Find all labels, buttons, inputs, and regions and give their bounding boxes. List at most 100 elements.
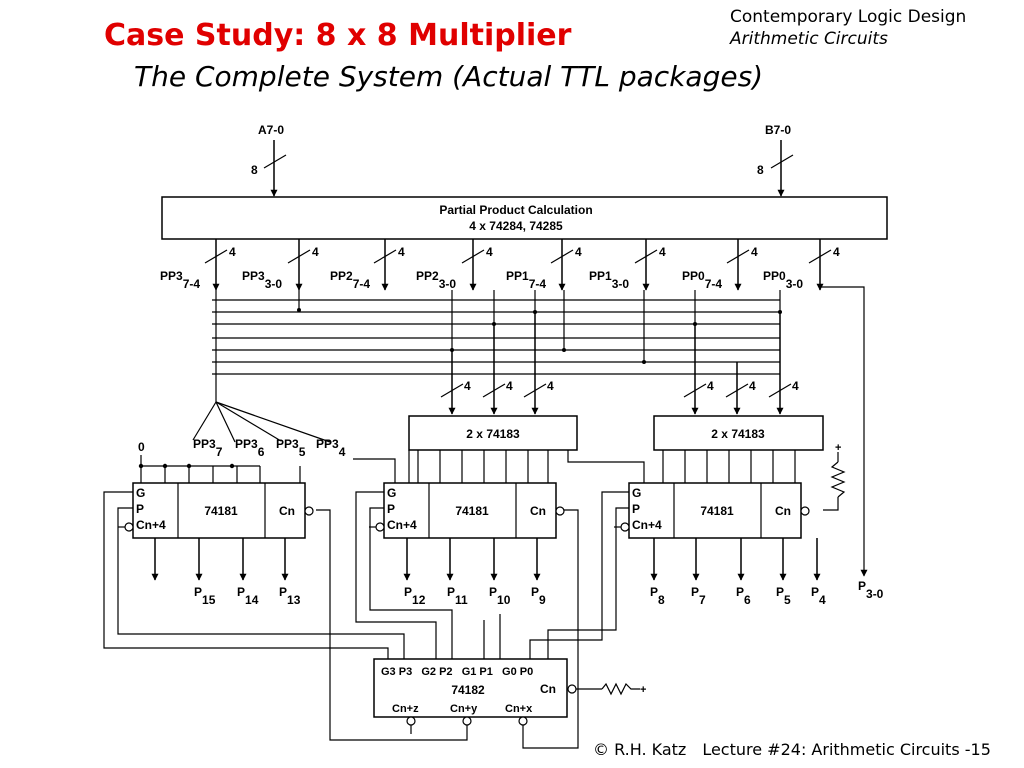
output-label-5-base: P	[489, 585, 497, 599]
alu-181-label: 74181	[700, 504, 734, 518]
left-pp-label-0: PP37	[193, 437, 223, 459]
pp-bus-width-1: 4	[312, 245, 319, 259]
footer-author: © R.H. Katz	[593, 740, 687, 759]
output-label-7-sub: 8	[658, 593, 665, 607]
output-label-1-sub: 14	[245, 593, 259, 607]
adder-to-alu-wires	[408, 450, 796, 483]
pp-label-2-base: PP2	[330, 269, 353, 283]
pp-label-4: PP17-4	[506, 269, 546, 291]
pp-label-3-sub: 3-0	[439, 277, 457, 291]
output-label-2-base: P	[279, 585, 287, 599]
output-label-6: P9	[531, 585, 546, 607]
adder-input-slash-0	[440, 383, 464, 398]
pp-bus-slash-3	[461, 249, 485, 264]
left-pp-label-2: PP35	[276, 437, 306, 459]
slide-subtitle: The Complete System (Actual TTL packages…	[134, 60, 764, 93]
left-input-wires	[140, 455, 396, 483]
left-input-dots	[138, 463, 235, 469]
alu-181-body	[383, 482, 557, 539]
pp-bus-slash-4	[550, 249, 574, 264]
output-label-4-sub: 11	[455, 593, 468, 607]
output-label-5: P10	[489, 585, 511, 607]
adder-input-width-3: 4	[707, 379, 714, 393]
partial-product-parts: 4 x 74284, 74285	[469, 219, 563, 233]
output-label-10-base: P	[776, 585, 784, 599]
output-label-0-base: P	[194, 585, 202, 599]
output-label-6-base: P	[531, 585, 539, 599]
pp-label-1-base: PP3	[242, 269, 265, 283]
adder-183-left	[408, 415, 578, 451]
input-a-width: 8	[251, 163, 258, 177]
adder-input-width-2: 4	[547, 379, 554, 393]
partial-product-label: Partial Product Calculation	[439, 203, 592, 217]
pp-label-2-sub: 7-4	[353, 277, 371, 291]
distribution-bus	[212, 299, 780, 375]
input-b-bus-slash	[770, 154, 794, 169]
output-label-12-base: P	[858, 579, 866, 593]
bus-junctions	[297, 308, 782, 364]
pp-bus-slash-1	[287, 249, 311, 264]
lookahead-label: 74182	[451, 683, 485, 697]
output-label-7-base: P	[650, 585, 658, 599]
pp-bus-width-6: 4	[751, 245, 758, 259]
adder-183-right	[653, 415, 824, 451]
carry-routing-wires	[103, 491, 629, 749]
pp-label-7-base: PP0	[763, 269, 786, 283]
alu-pin-cn: Cn	[279, 504, 295, 518]
output-label-3-sub: 12	[412, 593, 426, 607]
left-pp-label-3: PP34	[316, 437, 346, 459]
pp-label-2: PP27-4	[330, 269, 370, 291]
alu-181-label: 74181	[204, 504, 238, 518]
lookahead-cn: Cn	[540, 682, 556, 696]
alu-cn4-bubble	[375, 522, 385, 532]
adder-183-left-label: 2 x 74183	[466, 427, 520, 441]
pp-bus-width-7: 4	[833, 245, 840, 259]
pp-bus-slash-6	[726, 249, 750, 264]
adder-input-width-0: 4	[464, 379, 471, 393]
output-label-9-base: P	[736, 585, 744, 599]
alu-pin-p: P	[136, 502, 144, 516]
left-pp-label-0-sub: 7	[216, 445, 223, 459]
adder-input-slash-3	[683, 383, 707, 398]
lookahead-block	[373, 658, 568, 718]
output-label-11: P4	[811, 585, 826, 607]
adder-input-slash-2	[523, 383, 547, 398]
output-label-10-sub: 5	[784, 593, 791, 607]
alu-pin-cn4: Cn+4	[387, 518, 417, 532]
alu-pin-g: G	[387, 486, 396, 500]
pp-bus-width-3: 4	[486, 245, 493, 259]
adder-input-width-5: 4	[792, 379, 799, 393]
pp-label-5-sub: 3-0	[612, 277, 630, 291]
pp-label-5-base: PP1	[589, 269, 612, 283]
alu-pin-cn4: Cn+4	[136, 518, 166, 532]
pp-label-4-base: PP1	[506, 269, 529, 283]
slide-title: Case Study: 8 x 8 Multiplier	[104, 18, 572, 53]
adder-input-slash-5	[768, 383, 792, 398]
lookahead-top-pins: G3 P3 G2 P2 G1 P1 G0 P0	[381, 666, 533, 678]
left-pp-label-0-base: PP3	[193, 437, 216, 451]
pp-label-6-sub: 7-4	[705, 277, 723, 291]
pp-label-0-sub: 7-4	[183, 277, 201, 291]
alu-pin-g: G	[632, 486, 641, 500]
lookahead-cnx: Cn+x	[505, 703, 533, 715]
adder-input-slash-4	[725, 383, 749, 398]
pp-label-7-sub: 3-0	[786, 277, 804, 291]
output-label-8: P7	[691, 585, 706, 607]
course-topic: Arithmetic Circuits	[730, 29, 888, 49]
output-label-1: P14	[237, 585, 259, 607]
lookahead-cn-bubble	[567, 684, 577, 694]
left-pp-label-3-base: PP3	[316, 437, 339, 451]
pp-label-7: PP03-0	[763, 269, 803, 291]
output-label-12: P3-0	[858, 579, 884, 601]
pp-bus-width-4: 4	[575, 245, 582, 259]
adder-183-right-label: 2 x 74183	[711, 427, 765, 441]
output-label-11-base: P	[811, 585, 819, 599]
alu-pin-p: P	[387, 502, 395, 516]
pullup-resistor	[823, 452, 846, 511]
pp3-fanout	[192, 290, 331, 443]
